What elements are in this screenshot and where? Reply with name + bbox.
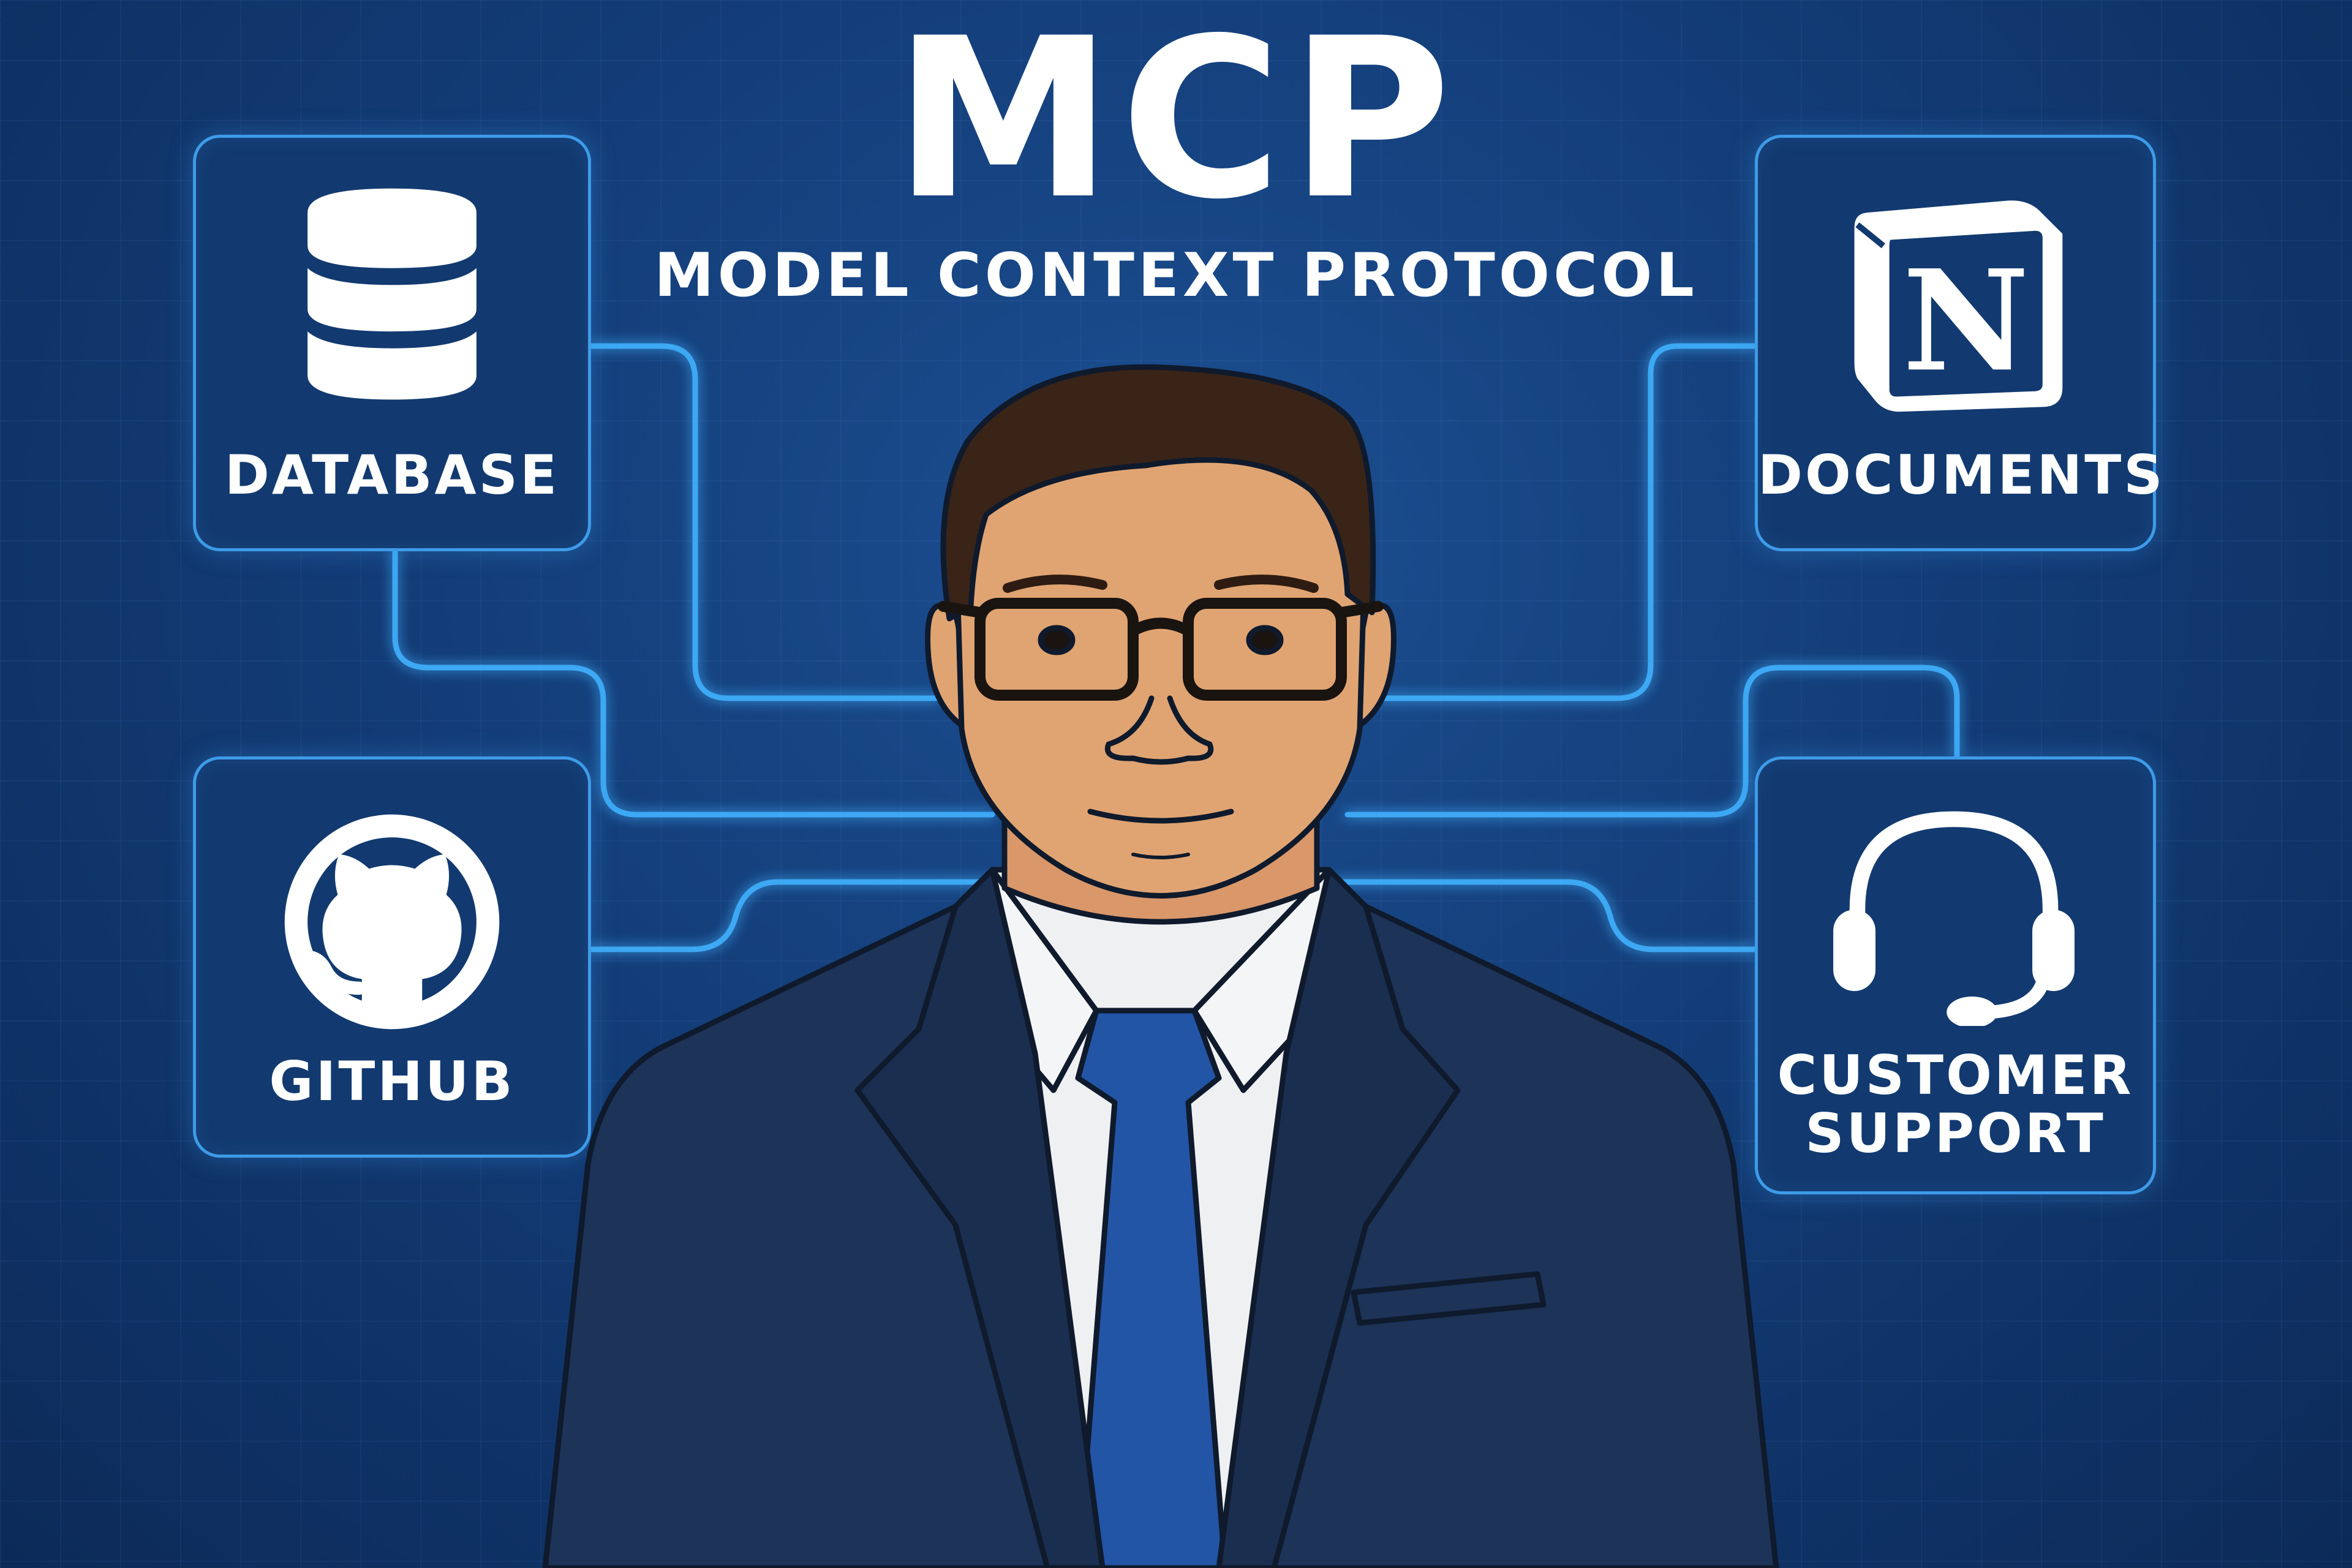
- connector-database: [588, 343, 940, 701]
- page-subtitle: MODEL CONTEXT PROTOCOL: [654, 241, 1698, 311]
- connector-support: [1332, 879, 1758, 952]
- breast-pocket: [1351, 1271, 1547, 1326]
- eyebrow-right: [1214, 575, 1319, 593]
- notion-icon: N: [1854, 200, 2063, 412]
- eye-left: [1038, 625, 1076, 655]
- chin-line: [1131, 853, 1190, 859]
- eyebrow-left: [1003, 575, 1107, 593]
- card-documents: N DOCUMENTS: [1755, 135, 2165, 551]
- connector-documents: [1375, 343, 1758, 701]
- lapel-right: [1216, 867, 1461, 1568]
- glasses: [938, 598, 1384, 701]
- card-database: DATABASE: [193, 135, 591, 551]
- card-label-github: GITHUB: [269, 1050, 515, 1113]
- eye-right: [1246, 625, 1284, 655]
- database-icon: [307, 188, 477, 400]
- connector-documents-down: [1344, 665, 1960, 818]
- card-label-database: DATABASE: [224, 443, 560, 507]
- card-support: CUSTOMER SUPPORT: [1755, 756, 2156, 1194]
- github-icon: [284, 814, 500, 1030]
- card-github: GITHUB: [193, 756, 591, 1158]
- connector-github: [588, 879, 995, 952]
- page-title: MCP: [893, 0, 1459, 247]
- card-label-support-line1: CUSTOMER: [1777, 1044, 2134, 1107]
- svg-text:N: N: [1902, 239, 2029, 402]
- connector-database-down: [392, 548, 995, 818]
- lapel-left: [854, 867, 1106, 1568]
- hair: [940, 364, 1376, 622]
- headset-icon: [1833, 811, 2075, 1026]
- card-label-documents: DOCUMENTS: [1758, 443, 2165, 507]
- card-label-support-line2: SUPPORT: [1805, 1102, 2106, 1165]
- nose: [1105, 695, 1214, 765]
- mouth: [1087, 809, 1234, 824]
- tie: [1075, 1008, 1228, 1568]
